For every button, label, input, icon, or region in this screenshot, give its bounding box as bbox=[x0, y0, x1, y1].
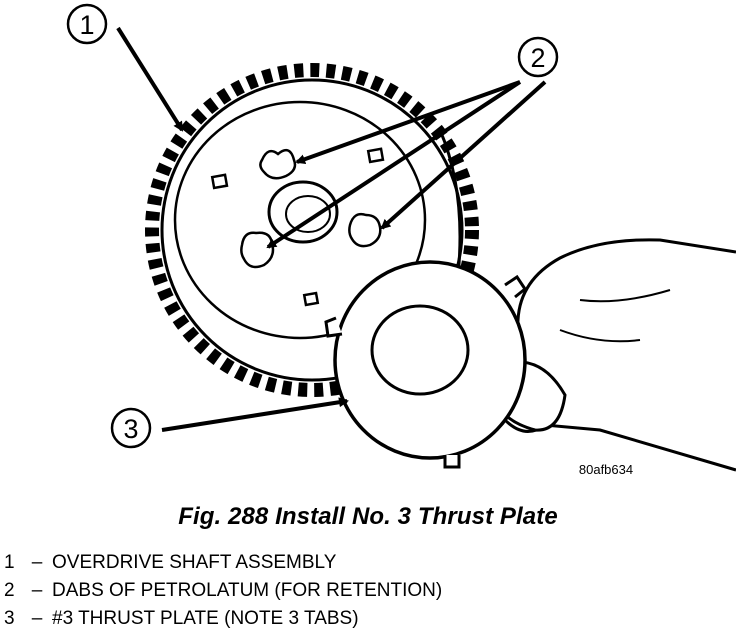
callout-arrow bbox=[266, 80, 522, 249]
callout-number: 3 bbox=[123, 414, 138, 444]
legend-number: 1 bbox=[4, 552, 15, 573]
legend-item: 3–#3 THRUST PLATE (NOTE 3 TABS) bbox=[4, 605, 442, 633]
legend-text: #3 THRUST PLATE (NOTE 3 TABS) bbox=[52, 608, 359, 629]
thrust-plate-tab bbox=[324, 316, 343, 338]
reference-code: 80afb634 bbox=[579, 462, 633, 477]
hand bbox=[491, 238, 736, 472]
callout-1: 1 bbox=[66, 3, 184, 132]
callout-arrow bbox=[116, 26, 184, 132]
gear-teeth bbox=[145, 63, 479, 397]
legend-number: 3 bbox=[4, 608, 15, 629]
legend-dash: – bbox=[31, 608, 43, 629]
drum-slot bbox=[366, 147, 385, 164]
petrolatum-dabs bbox=[240, 148, 382, 269]
legend-number: 2 bbox=[4, 580, 15, 601]
callout-circle bbox=[66, 3, 108, 45]
callout-number: 2 bbox=[530, 43, 545, 73]
drum-slot bbox=[302, 291, 320, 307]
center-bore-inner bbox=[285, 195, 331, 233]
legend-item: 1–OVERDRIVE SHAFT ASSEMBLY bbox=[4, 549, 442, 577]
petrolatum-dab bbox=[259, 148, 297, 180]
legend-dash: – bbox=[31, 552, 43, 573]
figure-illustration: 1 2 3 80afb634 bbox=[66, 3, 736, 477]
drum-slot bbox=[210, 173, 229, 190]
thrust-plate bbox=[324, 260, 528, 469]
callout-arrow bbox=[295, 80, 521, 165]
callout-arrow bbox=[380, 80, 547, 230]
legend-dash: – bbox=[31, 580, 43, 601]
legend-item: 2–DABS OF PETROLATUM (FOR RETENTION) bbox=[4, 577, 442, 605]
center-bore bbox=[267, 180, 339, 244]
callout-circle bbox=[517, 36, 559, 78]
thrust-plate-tab bbox=[504, 274, 528, 299]
callout-2: 2 bbox=[266, 36, 559, 249]
legend-text: DABS OF PETROLATUM (FOR RETENTION) bbox=[52, 580, 443, 601]
callout-circle bbox=[110, 407, 152, 449]
thrust-plate-tab bbox=[443, 455, 461, 469]
thrust-plate-bore bbox=[370, 304, 470, 396]
hand-outline bbox=[494, 238, 736, 472]
callout-arrow bbox=[161, 397, 349, 432]
figure-caption: Fig. 288 Install No. 3 Thrust Plate bbox=[178, 503, 558, 530]
legend: 1–OVERDRIVE SHAFT ASSEMBLY 2–DABS OF PET… bbox=[4, 549, 442, 633]
petrolatum-dab bbox=[240, 231, 275, 269]
callout-3: 3 bbox=[110, 397, 349, 449]
finger-line bbox=[559, 289, 671, 343]
callout-number: 1 bbox=[79, 10, 94, 40]
drum-face bbox=[173, 100, 427, 340]
petrolatum-dab bbox=[348, 212, 382, 248]
legend-text: OVERDRIVE SHAFT ASSEMBLY bbox=[52, 552, 337, 573]
